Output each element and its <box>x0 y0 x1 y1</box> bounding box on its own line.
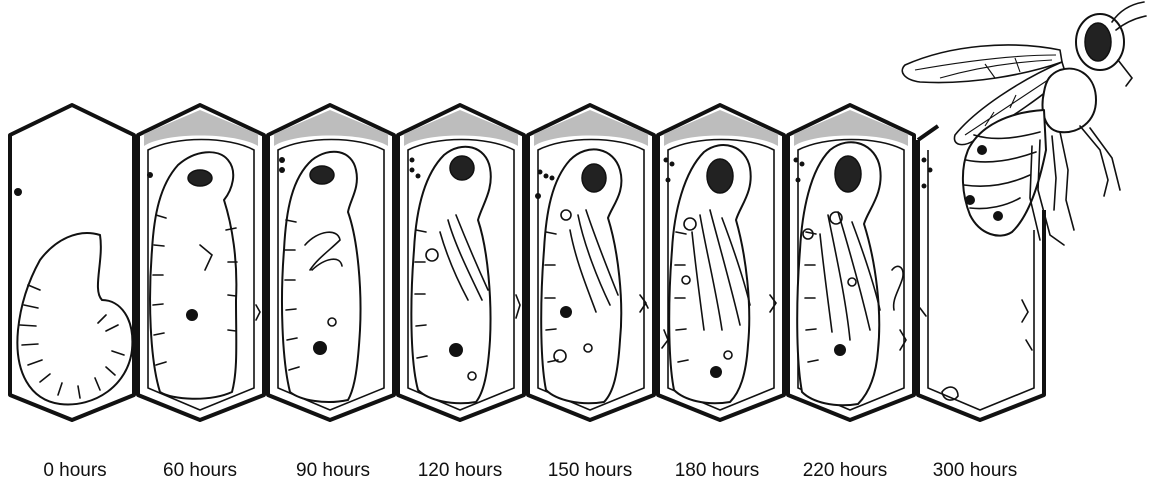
brood-cell-3 <box>398 105 524 420</box>
stage-label-2: 90 hours <box>296 460 370 481</box>
stage-label-0: 0 hours <box>43 460 106 481</box>
stage-label-6: 220 hours <box>803 460 888 481</box>
stage-label-5: 180 hours <box>675 460 760 481</box>
stage-label-4: 150 hours <box>548 460 633 481</box>
stage-label-3: 120 hours <box>418 460 503 481</box>
stage-label-7: 300 hours <box>933 460 1018 481</box>
stage-label-1: 60 hours <box>163 460 237 481</box>
brood-cell-2 <box>268 105 394 420</box>
brood-cell-5 <box>658 105 784 420</box>
brood-cell-0 <box>10 105 134 420</box>
brood-cell-4 <box>528 105 654 420</box>
brood-cells <box>10 105 1044 420</box>
stage-labels: 0 hours 60 hours 90 hours 120 hours 150 … <box>43 460 1017 481</box>
pupa-90h <box>282 152 361 402</box>
brood-cell-1 <box>138 105 264 420</box>
brood-cell-6 <box>788 105 914 420</box>
